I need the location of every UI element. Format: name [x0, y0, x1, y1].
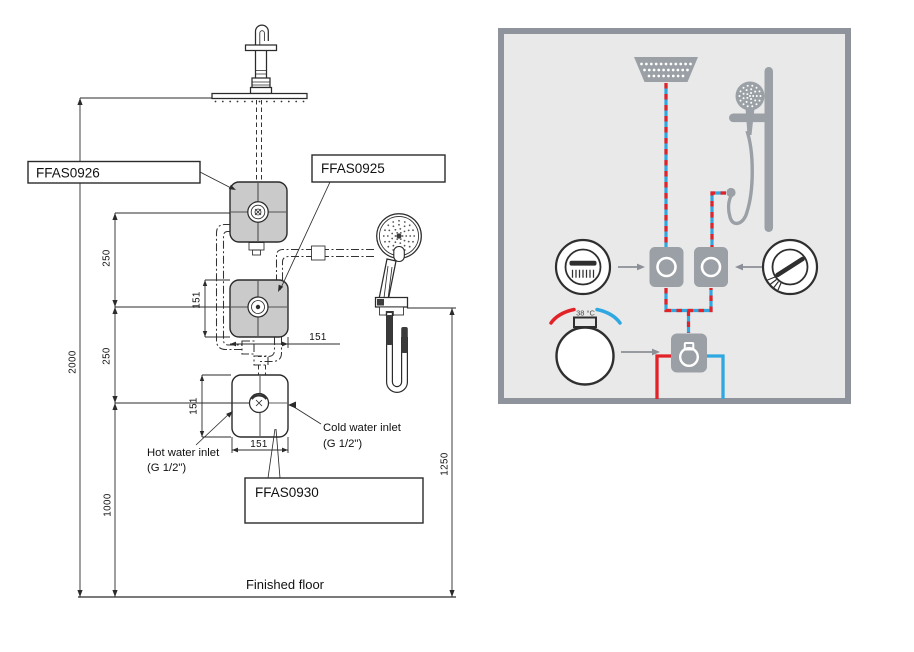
- dimension-labels: 2000 250 250 1000 1250 151 151 151 151: [68, 249, 451, 517]
- diverter-valve-boxes: [649, 247, 728, 287]
- hand-shower-drawing: [374, 213, 422, 393]
- mixed-supply-lines: [664, 83, 736, 333]
- function-schematic: 38 °C: [498, 28, 851, 404]
- ceiling-shower-arm: [244, 24, 278, 95]
- hand-control-button: [761, 238, 819, 296]
- riser-pipe-hidden: [215, 223, 283, 375]
- temperature-knob: 38 °C: [549, 307, 622, 386]
- dim-diverter-height: 151: [192, 291, 203, 309]
- rain-shower-plate: [211, 92, 308, 103]
- label-box-ffas0925: [311, 154, 446, 183]
- dim-overall-height: 2000: [68, 350, 79, 374]
- dim-diverter-width: 151: [309, 332, 327, 343]
- hot-water-inlet-label: Hot water inlet: [147, 447, 220, 459]
- label-box-ffas0926: [27, 160, 201, 184]
- hot-water-inlet-size: (G 1/2"): [147, 462, 186, 474]
- dimension-lines: [77, 97, 456, 598]
- part-callouts: FFAS0926 FFAS0925 FFAS0930: [27, 154, 446, 524]
- label-box-ffas0930: [244, 477, 424, 524]
- hose-outlet-dot: [726, 187, 736, 198]
- dim-handshower-to-floor: 1250: [440, 452, 451, 476]
- label-ffas0925: FFAS0925: [321, 161, 385, 176]
- hand-shower-icon: [726, 67, 773, 232]
- label-ffas0930: FFAS0930: [255, 485, 319, 500]
- flow-arrows: [618, 263, 762, 356]
- hot-arc: [549, 307, 576, 325]
- temperature-label: 38 °C: [576, 309, 595, 318]
- cold-supply-line: [707, 354, 725, 399]
- rain-shower-icon: [634, 57, 698, 82]
- rain-control-button: [554, 238, 612, 296]
- hand-shower-handle: [378, 258, 397, 302]
- finished-floor-label: Finished floor: [246, 577, 325, 592]
- drop-pipe-hidden: [256, 100, 262, 182]
- valve-box-hand: [694, 247, 728, 287]
- hot-supply-line: [655, 354, 671, 399]
- knob-tab: [573, 316, 597, 328]
- cold-arc: [595, 307, 622, 325]
- shower-head-connector: [249, 86, 273, 95]
- hose-icon: [726, 130, 754, 226]
- valve-box-rain: [649, 247, 684, 287]
- label-ffas0926: FFAS0926: [36, 166, 100, 181]
- cold-water-inlet-label: Cold water inlet: [323, 422, 402, 434]
- dim-mixer-to-floor: 1000: [103, 493, 114, 517]
- installation-drawing: 2000 250 250 1000 1250 151 151 151 151 F…: [27, 24, 456, 598]
- slide-bar-icon: [764, 67, 773, 232]
- cold-water-inlet-size: (G 1/2"): [323, 438, 362, 450]
- dim-head-to-diverter: 250: [102, 249, 113, 267]
- dim-mixer-height: 151: [189, 397, 200, 415]
- bottom-mixer-body: [231, 374, 289, 438]
- dim-mixer-width: 151: [250, 439, 268, 450]
- hand-shower-pipe-hidden: [275, 245, 374, 280]
- inlet-annotations: Hot water inlet (G 1/2") Cold water inle…: [147, 401, 402, 474]
- dim-diverter-to-mixer: 250: [102, 347, 113, 365]
- plate-spray-ticks: [214, 100, 305, 103]
- thermostatic-valve-box: [671, 333, 707, 373]
- top-valve-body: [229, 181, 288, 243]
- middle-valve-body: [229, 279, 289, 338]
